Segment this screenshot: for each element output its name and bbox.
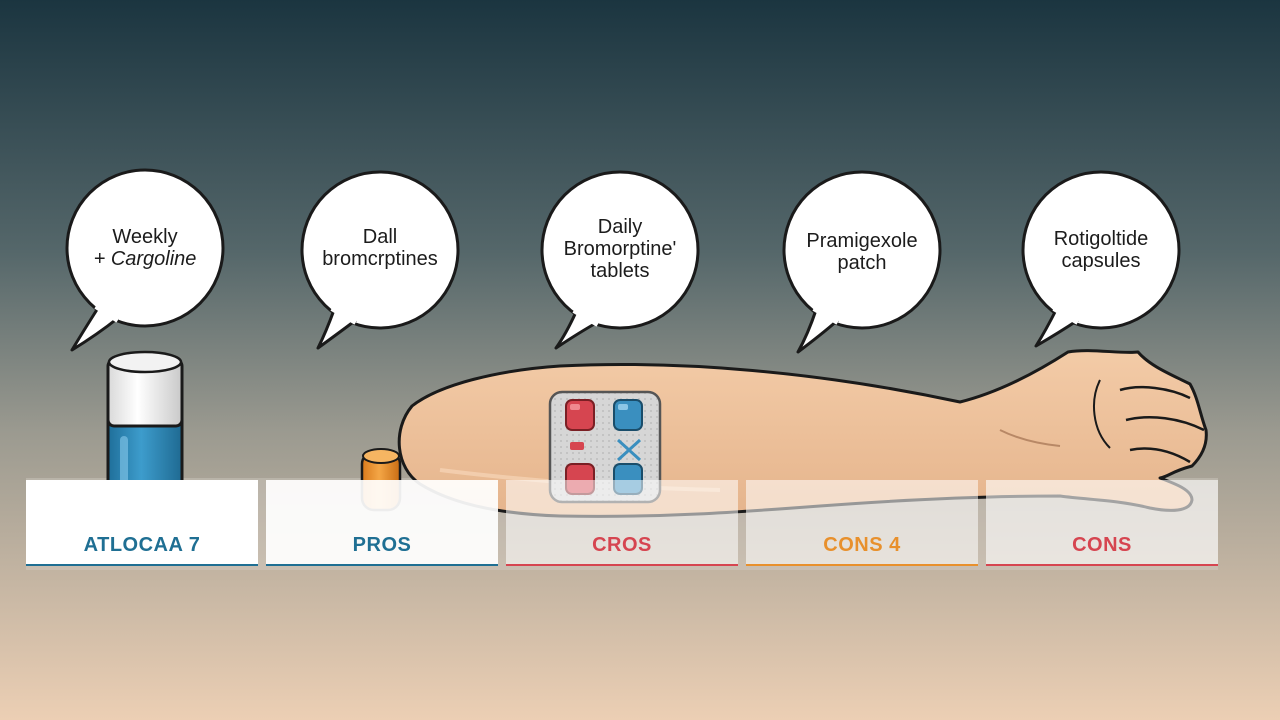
bubble-1-line-1: Weekly — [112, 226, 178, 248]
bubble-text-5: Rotigoltide capsules — [1026, 228, 1176, 272]
bubble-text-3: Daily Bromorptine' tablets — [545, 216, 695, 282]
label-cell-2: PROS — [266, 480, 498, 566]
speech-bubble-4 — [782, 170, 942, 354]
label-cell-1: ATLOCAA 7 — [26, 480, 258, 566]
label-underline-2 — [266, 564, 498, 566]
label-cell-3: CROS — [506, 480, 738, 566]
label-text-5: CONS — [1072, 534, 1132, 556]
label-underline-1 — [26, 564, 258, 566]
speech-bubble-1 — [65, 168, 225, 352]
label-cell-4: CONS 4 — [746, 480, 978, 566]
bubble-text-1: Weekly + Cargoline — [75, 226, 215, 270]
speech-bubble-5 — [1021, 170, 1181, 348]
bubble-4-line-2: patch — [837, 252, 887, 274]
label-text-2: PROS — [352, 534, 412, 556]
bubble-5-line-2: capsules — [1061, 250, 1141, 272]
bubble-2-line-2: bromcrptines — [322, 248, 438, 270]
bubble-3-line-1: Daily — [597, 216, 643, 238]
label-underline-5 — [986, 564, 1218, 566]
speech-bubble-2 — [300, 170, 460, 350]
label-text-3: CROS — [592, 534, 652, 556]
blister-pack — [548, 390, 662, 504]
label-cell-5: CONS — [986, 480, 1218, 566]
bubble-5-line-1: Rotigoltide — [1053, 228, 1149, 250]
bubble-3-line-2: Bromorptine' — [563, 238, 677, 260]
bubble-1-line-2: + Cargoline — [93, 248, 197, 270]
bubble-4-line-1: Pramigexole — [806, 230, 918, 252]
bubble-3-line-3: tablets — [590, 260, 650, 282]
speech-bubble-3 — [540, 170, 700, 350]
label-text-1: ATLOCAA 7 — [83, 534, 201, 556]
bubble-text-2: Dall bromcrptines — [305, 226, 455, 270]
label-underline-3 — [506, 564, 738, 566]
label-text-4: CONS 4 — [823, 534, 901, 556]
label-underline-4 — [746, 564, 978, 566]
bubble-2-line-1: Dall — [362, 226, 398, 248]
bubble-text-4: Pramigexole patch — [787, 230, 937, 274]
